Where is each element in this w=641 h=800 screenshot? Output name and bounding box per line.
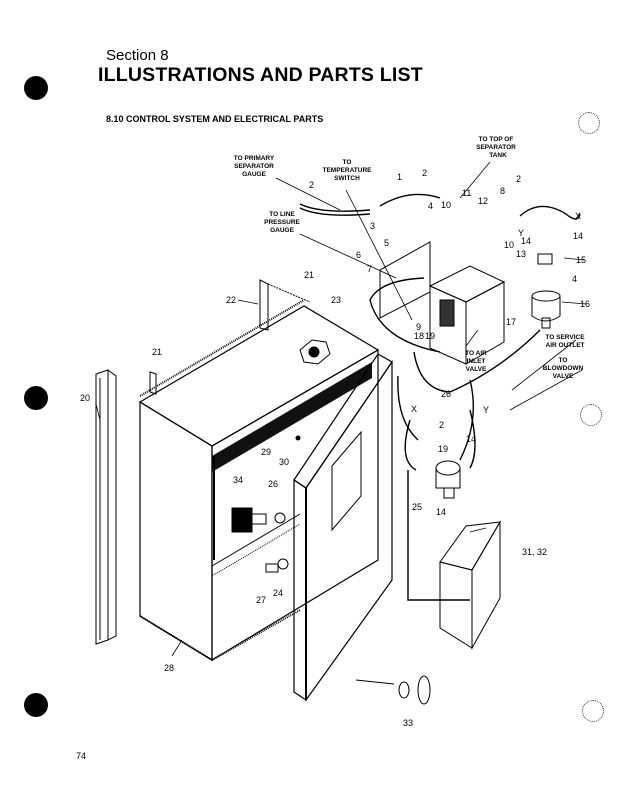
callout-to-service-air-outlet-2: AIR OUTLET [546,342,585,349]
part-21-left: 21 [152,347,162,357]
callout-to-top-of-separator-tank-1: TO TOP OF [479,136,514,143]
part-13: 13 [516,249,526,259]
callout-to-service-air-outlet-1: TO SERVICE [545,334,585,341]
tubing [299,193,581,601]
bleed-through-hole-bottom [582,700,604,722]
cabinet-enclosure [138,299,380,662]
part-22: 22 [226,295,236,305]
part-2-top: 2 [422,168,427,178]
callout-to-air-inlet-valve-2: INLET [467,358,486,365]
part-27: 27 [256,595,266,605]
bleed-through-hole-top [578,112,600,134]
part-28: 28 [164,663,174,673]
top-bracket-22 [149,279,311,395]
part-29: 29 [261,447,271,457]
part-7: 7 [367,264,372,274]
page-title: ILLUSTRATIONS AND PARTS LIST [98,64,423,86]
callout-to-top-of-separator-tank-3: TANK [489,152,507,159]
part-25: 25 [412,502,422,512]
solenoid-valve-25 [435,460,461,499]
part-30: 30 [279,457,289,467]
part-14-lower: 14 [466,434,476,444]
part-26-cabinet: 26 [268,479,278,489]
callout-to-line-pressure-gauge-1: TO LINE [269,211,295,218]
figure-subtitle: 8.10 CONTROL SYSTEM AND ELECTRICAL PARTS [106,114,324,124]
connection-x-bottom: X [411,404,417,414]
part-33: 33 [403,718,413,728]
callout-to-blowdown-valve-2: BLOWDOWN [543,365,584,372]
part-2-bottom: 2 [439,420,444,430]
bleed-through-hole-middle [580,404,602,426]
binder-hole-bottom [24,693,48,717]
connection-y-bottom: Y [483,405,489,415]
part-31-32: 31, 32 [522,547,547,557]
control-box [379,241,506,365]
part-8: 8 [500,186,505,196]
part-34: 34 [233,475,243,485]
callout-to-temperature-switch-2: TEMPERATURE [323,167,373,174]
part-11: 11 [462,188,471,198]
cover-box-31-32 [439,520,501,650]
part-4-top: 4 [428,201,433,211]
callout-to-line-pressure-gauge-2: PRESSURE [264,219,300,226]
part-10-top: 10 [441,200,451,210]
connection-x-top: X [575,211,581,221]
callout-to-primary-separator-gauge-2: SEPARATOR [234,163,274,170]
part-20: 20 [80,393,90,403]
part-18: 18 [414,331,424,341]
part-15: 15 [576,255,586,265]
part-3: 3 [370,221,375,231]
cabinet-door [293,353,393,702]
part-19-lower: 19 [438,444,448,454]
callout-to-air-inlet-valve-1: TO AIR [465,350,487,357]
part-14-top-right: 14 [573,231,583,241]
page-number: 74 [76,751,87,761]
part-17: 17 [506,317,516,327]
leader-lines [95,161,587,657]
part-23: 23 [331,295,341,305]
callout-to-top-of-separator-tank-2: SEPARATOR [476,144,516,151]
indicator-lamp-33 [355,675,431,705]
part-10-mid: 10 [504,240,514,250]
part-14-bottom: 14 [436,507,446,517]
part-9: 9 [416,322,421,332]
callout-to-line-pressure-gauge-3: GAUGE [270,227,295,234]
part-24: 24 [273,588,283,598]
callout-to-air-inlet-valve-3: VALVE [466,366,487,373]
part-4-right: 4 [572,274,577,284]
part-26-right: 26 [441,389,451,399]
callout-to-temperature-switch-1: TO [343,159,352,166]
callout-to-temperature-switch-3: SWITCH [334,175,360,182]
part-16: 16 [580,299,590,309]
part-2-right: 2 [516,174,521,184]
part-number-labels: 1 2 2 2 2 3 4 4 5 6 7 8 9 10 10 11 12 13… [80,168,590,728]
part-14-mid: 14 [521,236,531,246]
part-6: 6 [356,250,361,260]
part-5: 5 [384,238,389,248]
part-12: 12 [478,196,488,206]
callout-to-primary-separator-gauge-1: TO PRIMARY [234,155,275,162]
binder-hole-middle [24,386,48,410]
section-label: Section 8 [106,47,169,64]
callout-labels: TO PRIMARY SEPARATOR GAUGE TO TEMPERATUR… [234,136,585,380]
part-2-left: 2 [309,180,314,190]
filter-16 [531,253,561,329]
part-21-top: 21 [304,270,314,280]
part-19-upper: 19 [425,331,435,341]
part-1: 1 [397,172,402,182]
side-channel-20 [95,369,117,645]
hex-nut-23 [299,339,331,365]
connection-y-top: Y [518,228,524,238]
switch-34 [231,435,301,573]
callout-to-blowdown-valve-1: TO [559,357,568,364]
callout-to-primary-separator-gauge-3: GAUGE [242,171,267,178]
callout-to-blowdown-valve-3: VALVE [553,373,574,380]
binder-hole-top [24,76,48,100]
